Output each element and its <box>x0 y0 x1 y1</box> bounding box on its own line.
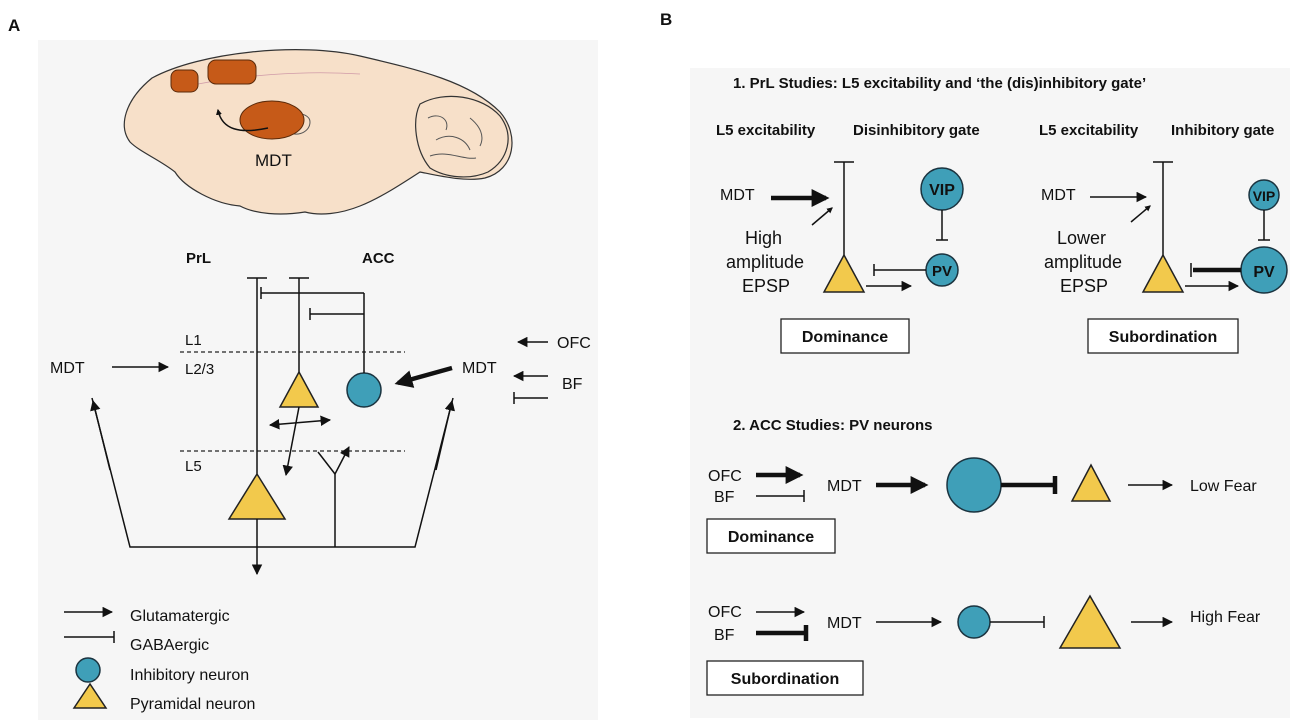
section1-title: 1. PrL Studies: L5 excitability and ‘the… <box>733 75 1146 92</box>
b-right-small-arrow <box>1130 205 1151 223</box>
row2-outcome: High Fear <box>1190 609 1261 626</box>
legend-pyramidal-label: Pyramidal neuron <box>130 696 255 713</box>
b-left-epsp-2: amplitude <box>726 252 804 272</box>
mdt-right-label: MDT <box>462 360 497 377</box>
row1-mdt: MDT <box>827 478 862 495</box>
b-left-mdt: MDT <box>720 187 755 204</box>
row2-pv-neuron <box>957 605 991 639</box>
layer-l5-label: L5 <box>185 458 202 475</box>
row1-status: Dominance <box>728 529 814 546</box>
b-left-epsp-3: EPSP <box>742 276 790 296</box>
prl-dominance-diagram: L5 excitability Disinhibitory gate MDT H… <box>716 122 980 354</box>
b-right-pyramidal <box>1141 253 1185 293</box>
b-left-status-box <box>780 318 910 354</box>
y-dendrite-right <box>334 446 350 475</box>
outer-loop-left <box>91 397 454 548</box>
panel-b-background <box>690 68 1290 718</box>
b-left-status: Dominance <box>802 329 888 346</box>
row2-pyramidal <box>1058 594 1122 649</box>
b-right-heading-l5: L5 excitability <box>1039 122 1139 139</box>
outer-loop-left-arrowhead <box>90 399 111 471</box>
mdt-left-label: MDT <box>50 360 85 377</box>
prl-subordination-diagram: L5 excitability Inhibitory gate MDT Lowe… <box>1039 122 1288 354</box>
row2-status: Subordination <box>731 671 839 688</box>
b-right-heading-gate: Inhibitory gate <box>1171 122 1274 139</box>
b-right-epsp-1: Lower <box>1057 228 1106 248</box>
brain-region-mdt <box>239 100 305 140</box>
b-left-vip-label: VIP <box>929 182 955 199</box>
row1-ofc: OFC <box>708 468 742 485</box>
inhibitory-neuron <box>346 372 382 408</box>
b-left-epsp-1: High <box>745 228 782 248</box>
legend-glutamatergic-label: Glutamatergic <box>130 608 230 625</box>
brain-illustration: MDT <box>123 49 513 215</box>
mdt-to-inhibitory-arrow <box>394 365 453 388</box>
b-left-heading-l5: L5 excitability <box>716 122 816 139</box>
layer-l23-label: L2/3 <box>185 361 214 378</box>
panel-a-label: A <box>8 16 20 35</box>
row1-bf: BF <box>714 489 735 506</box>
b-right-epsp-2: amplitude <box>1044 252 1122 272</box>
row1-pyramidal <box>1070 463 1112 502</box>
panel-b-label: B <box>660 10 672 29</box>
b-left-small-arrow <box>811 207 833 226</box>
b-right-vip-label: VIP <box>1253 188 1276 204</box>
bf-label: BF <box>562 376 583 393</box>
b-left-pv-label: PV <box>932 263 952 280</box>
row1-outcome: Low Fear <box>1190 478 1257 495</box>
acc-subordination-row: OFC BF MDT High Fear Subordination <box>706 594 1261 696</box>
b-right-status-box <box>1087 318 1239 354</box>
brain-region-1 <box>170 69 199 93</box>
b-left-heading-gate: Disinhibitory gate <box>853 122 980 139</box>
layer-l1-label: L1 <box>185 332 202 349</box>
b-right-status: Subordination <box>1109 329 1217 346</box>
b-right-mdt: MDT <box>1041 187 1076 204</box>
b-right-epsp-3: EPSP <box>1060 276 1108 296</box>
brain-region-2 <box>207 59 257 85</box>
row2-bf: BF <box>714 627 735 644</box>
brain-mdt-label: MDT <box>255 151 292 170</box>
prl-label: PrL <box>186 250 211 267</box>
l23-bidirectional-arrow <box>268 415 332 430</box>
outer-loop-right-arrowhead <box>435 399 455 471</box>
acc-dominance-row: OFC BF MDT Low Fear Dominance <box>706 457 1257 554</box>
row2-status-box <box>706 660 864 696</box>
row2-mdt: MDT <box>827 615 862 632</box>
y-dendrite-left <box>317 451 336 475</box>
row1-pv-neuron <box>946 457 1002 513</box>
legend-gabaergic-label: GABAergic <box>130 637 209 654</box>
legend-inhibitory-icon <box>75 657 101 683</box>
row1-status-box <box>706 518 836 554</box>
legend-inhibitory-label: Inhibitory neuron <box>130 667 249 684</box>
acc-label: ACC <box>362 250 395 267</box>
b-right-pv-label: PV <box>1253 264 1275 281</box>
b-left-pyramidal <box>822 253 866 293</box>
section2-title: 2. ACC Studies: PV neurons <box>733 417 932 434</box>
legend-pyramidal-icon <box>72 682 108 709</box>
ofc-label: OFC <box>557 335 591 352</box>
row2-ofc: OFC <box>708 604 742 621</box>
